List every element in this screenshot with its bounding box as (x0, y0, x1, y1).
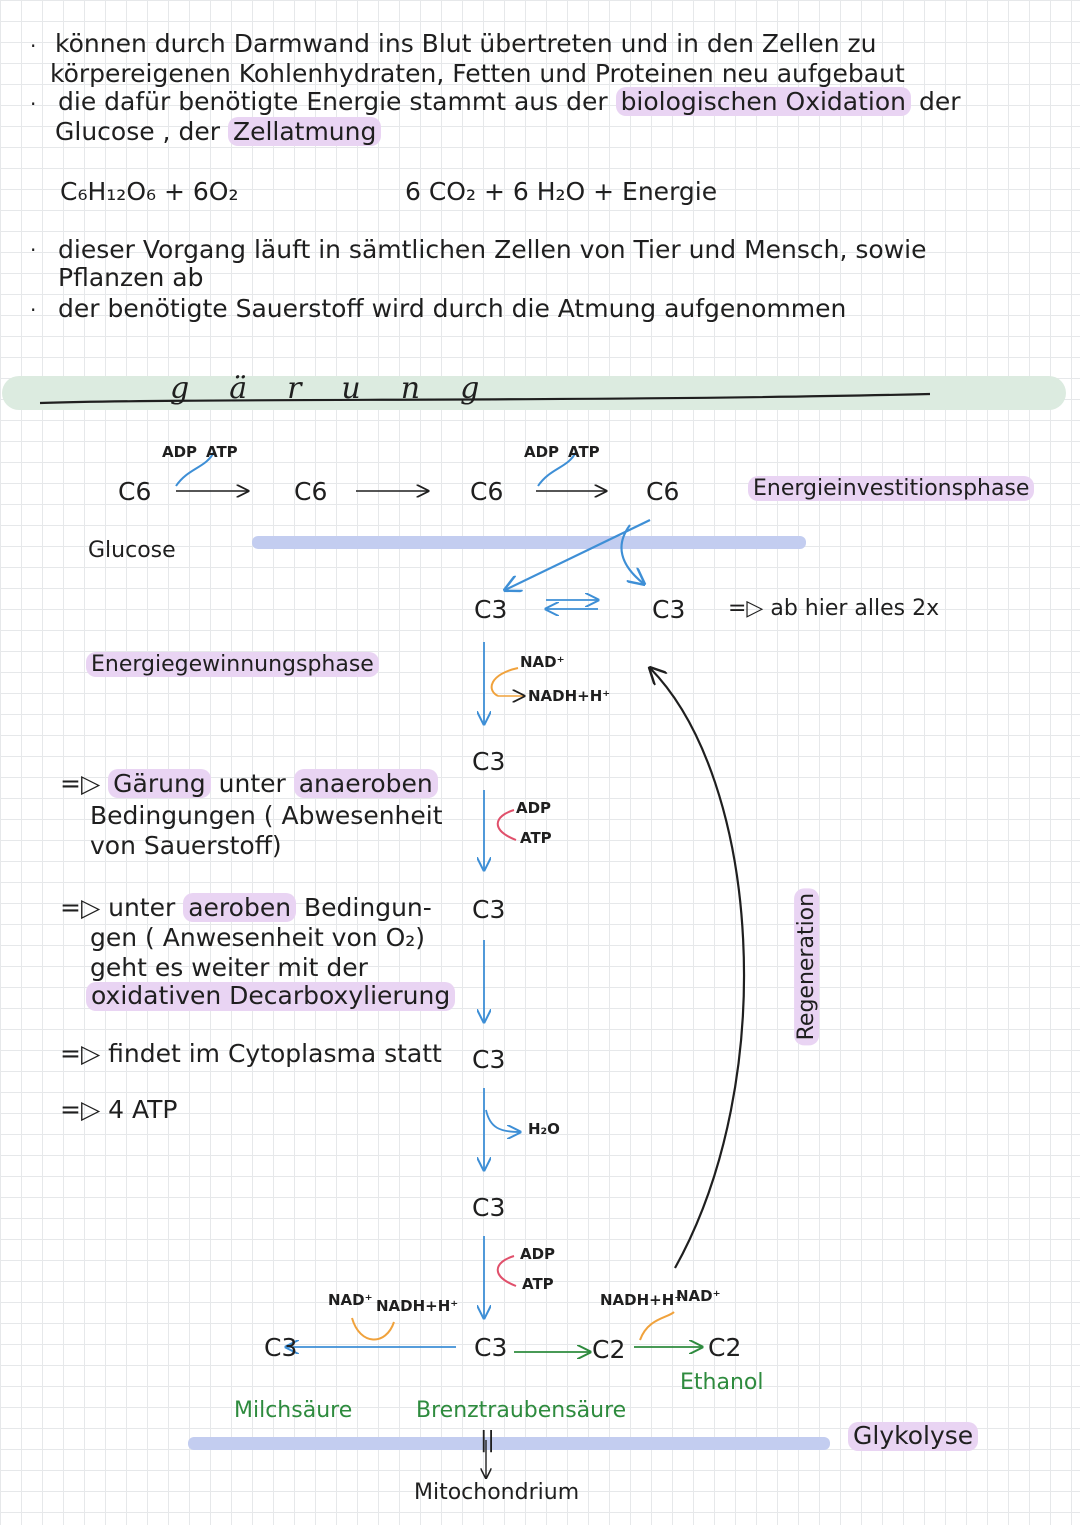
note-aerob-3: geht es weiter mit der (90, 953, 368, 982)
bullet: · (30, 34, 37, 58)
c6-glucose: C6 (118, 477, 152, 506)
note-text: =▷ unter (60, 893, 176, 922)
atp-label: ATP (520, 829, 552, 847)
note-gaerung: =▷ Gärung unter anaeroben (60, 769, 438, 799)
c3-brenztraubensaeure: C3 (474, 1333, 508, 1362)
highlight-gaerung: Gärung (108, 769, 211, 798)
investment-phase-label: Energieinvestitionsphase (748, 476, 1035, 502)
c6-molecule: C6 (470, 477, 504, 506)
heading-band (2, 376, 1066, 410)
adp-label: ADP (516, 799, 552, 817)
equals-sign: || (480, 1428, 495, 1453)
intro-line-7: der benötigte Sauerstoff wird durch die … (58, 294, 847, 323)
glykolyse-label: Glykolyse (848, 1421, 979, 1451)
glucose-label: Glucose (88, 538, 176, 563)
adp-label: ADP (524, 443, 560, 461)
intro-line-4-text: Glucose , der (55, 117, 220, 146)
c3-milchsaeure: C3 (264, 1333, 298, 1362)
intro-line-2: körpereigenen Kohlenhydraten, Fetten und… (50, 59, 905, 88)
note-text: Bedingun- (304, 893, 432, 922)
note-aerob-2: gen ( Anwesenheit von O₂) (90, 923, 426, 952)
note-aerob: =▷ unter aeroben Bedingun- (60, 893, 432, 923)
brenztraubensaeure-label: Brenztraubensäure (416, 1398, 627, 1423)
nad-label: NAD⁺ (328, 1291, 373, 1309)
intro-line-4: Glucose , der Zellatmung (55, 117, 382, 147)
note-arrow: =▷ (60, 769, 101, 798)
ethanol-label: Ethanol (680, 1370, 764, 1395)
nadh-label: NADH+H⁺ (600, 1291, 683, 1309)
c3-step: C3 (472, 747, 506, 776)
c2-intermediate: C2 (592, 1335, 626, 1364)
nad-label: NAD⁺ (676, 1287, 721, 1305)
atp-label: ATP (568, 443, 600, 461)
investment-bar (252, 536, 806, 549)
intro-line-1: können durch Darmwand ins Blut übertrete… (55, 29, 877, 58)
nadh-label: NADH+H⁺ (528, 687, 611, 705)
atp-label: ATP (522, 1275, 554, 1293)
adp-label: ADP (520, 1245, 556, 1263)
mitochondrium-label: Mitochondrium (414, 1480, 580, 1505)
highlight-biologische-oxidation: biologischen Oxidation (615, 87, 912, 116)
c2-ethanol: C2 (708, 1333, 742, 1362)
glykolyse-bar (188, 1437, 830, 1450)
intro-line-3: die dafür benötigte Energie stammt aus d… (58, 87, 961, 117)
bullet: · (30, 238, 37, 262)
note-text: unter (218, 769, 286, 798)
nad-label: NAD⁺ (520, 653, 565, 671)
heading-underline (39, 392, 931, 405)
note-gaerung-2: Bedingungen ( Abwesenheit (90, 801, 443, 830)
highlight-oxidative-decarboxylierung: oxidativen Decarboxylierung (86, 981, 456, 1011)
gain-phase-label: Energiegewinnungsphase (86, 652, 379, 678)
intro-line-6: Pflanzen ab (58, 263, 204, 292)
c3-right: C3 (652, 595, 686, 624)
h2o-label: H₂O (528, 1120, 560, 1138)
intro-line-3-text: die dafür benötigte Energie stammt aus d… (58, 87, 608, 116)
intro-line-3-end: der (918, 87, 961, 116)
bullet: · (30, 298, 37, 322)
from-here-twice: =▷ ab hier alles 2x (728, 596, 940, 621)
c6-molecule: C6 (294, 477, 328, 506)
c3-step: C3 (472, 895, 506, 924)
adp-label: ADP (162, 443, 198, 461)
regeneration-label: Regeneration (794, 887, 820, 1046)
nadh-label: NADH+H⁺ (376, 1297, 459, 1315)
atp-label: ATP (206, 443, 238, 461)
note-gaerung-3: von Sauerstoff) (90, 831, 282, 860)
note-cytoplasma: =▷ findet im Cytoplasma statt (60, 1039, 442, 1068)
equation-right: 6 CO₂ + 6 H₂O + Energie (405, 177, 718, 206)
highlight-aeroben: aeroben (183, 893, 297, 922)
c3-step: C3 (472, 1193, 506, 1222)
highlight-anaeroben: anaeroben (293, 769, 438, 798)
c3-step: C3 (472, 1045, 506, 1074)
heading-gaerung: gärung (170, 371, 520, 406)
note-atp: =▷ 4 ATP (60, 1095, 178, 1124)
c6-molecule: C6 (646, 477, 680, 506)
intro-line-5: dieser Vorgang läuft in sämtlichen Zelle… (58, 235, 927, 264)
bullet: · (30, 92, 37, 116)
highlight-zellatmung: Zellatmung (227, 117, 382, 146)
milchsaeure-label: Milchsäure (234, 1398, 353, 1423)
c3-left: C3 (474, 595, 508, 624)
equation-left: C₆H₁₂O₆ + 6O₂ (60, 177, 239, 206)
